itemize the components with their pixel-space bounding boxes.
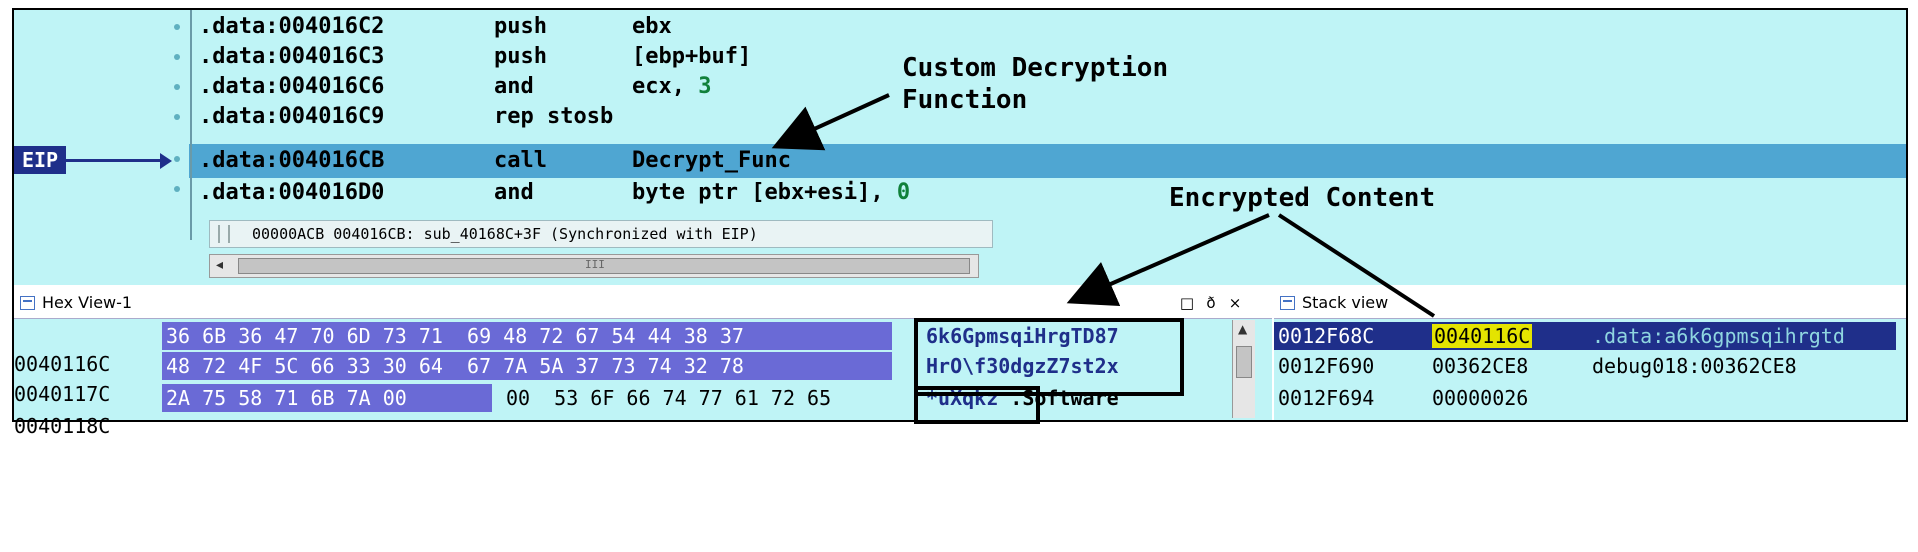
stack-value-highlight[interactable]: 0040116C xyxy=(1432,324,1533,348)
hex-ascii[interactable]: HrO\f30dgzZ7st2x xyxy=(926,354,1119,378)
scroll-grip: III xyxy=(585,258,605,271)
gutter-line xyxy=(190,10,192,240)
scrollbar-thumb[interactable] xyxy=(238,258,970,274)
stack-row[interactable]: 0012F690 00362CE8 debug018:00362CE8 xyxy=(1278,354,1797,378)
maximize-button[interactable]: □ xyxy=(1179,294,1195,312)
sync-status-bar: 00000ACB 004016CB: sub_40168C+3F (Synchr… xyxy=(209,220,993,248)
eip-label: EIP xyxy=(14,146,66,174)
stack-row[interactable]: 0012F694 00000026 xyxy=(1278,386,1529,410)
hex-bytes-selected[interactable]: 2A 75 58 71 6B 7A 00 xyxy=(162,384,492,412)
scrollbar-thumb[interactable] xyxy=(1236,346,1252,378)
stack-view-titlebar: Stack view xyxy=(1274,288,1906,319)
hex-ascii[interactable]: 6k6GpmsqiHrgTD87 xyxy=(926,324,1119,348)
sync-status-text: 00000ACB 004016CB: sub_40168C+3F (Synchr… xyxy=(252,225,758,243)
float-button[interactable]: ð xyxy=(1206,294,1216,312)
line-bullet-icon xyxy=(174,84,180,90)
window-icon xyxy=(1280,296,1295,310)
line-bullet-icon xyxy=(174,54,180,60)
scroll-up-icon[interactable]: ▲ xyxy=(1238,322,1248,336)
hex-view-panel[interactable]: Hex View-1 □ ð × 0040116C 36 6B 36 47 70… xyxy=(14,288,1272,438)
hex-bytes-selected[interactable]: 36 6B 36 47 70 6D 73 71 69 48 72 67 54 4… xyxy=(162,322,892,350)
annotation-encrypted-content: Encrypted Content xyxy=(1169,183,1436,213)
sync-bar-tick xyxy=(228,225,230,243)
scroll-left-icon[interactable]: ◂ xyxy=(216,257,224,273)
hex-row[interactable]: 0040117C 48 72 4F 5C 66 33 30 64 67 7A 5… xyxy=(14,352,1119,406)
line-bullet-icon xyxy=(174,24,180,30)
horizontal-scrollbar[interactable]: ◂ III xyxy=(209,254,979,278)
hex-row[interactable]: 0040116C 36 6B 36 47 70 6D 73 71 69 48 7… xyxy=(14,322,1119,376)
eip-arrow xyxy=(66,159,162,162)
eip-arrow-head-icon xyxy=(160,153,172,169)
stack-selected-row-bg xyxy=(1274,322,1896,350)
hex-view-title: Hex View-1 xyxy=(42,293,133,312)
hex-bytes[interactable]: 00 53 6F 66 74 77 61 72 65 xyxy=(506,386,832,410)
current-instruction-highlight xyxy=(189,144,1906,178)
hex-view-titlebar: Hex View-1 □ ð × xyxy=(14,288,1272,319)
sync-bar-tick xyxy=(218,225,220,243)
hex-row[interactable]: 0040118C 2A 75 58 71 6B 7A 00 00 53 6F 6… xyxy=(14,384,1119,438)
line-bullet-icon xyxy=(174,156,180,162)
hex-ascii[interactable]: *uXqkz .Software xyxy=(926,386,1119,410)
hex-bytes-selected[interactable]: 48 72 4F 5C 66 33 30 64 67 7A 5A 37 73 7… xyxy=(162,352,892,380)
stack-view-title: Stack view xyxy=(1302,293,1389,312)
close-button[interactable]: × xyxy=(1228,294,1242,312)
line-bullet-icon xyxy=(174,186,180,192)
line-bullet-icon xyxy=(174,114,180,120)
stack-row[interactable]: 0012F68C 0040116C .data:a6k6gpmsqihrgtd xyxy=(1278,324,1845,348)
hex-vertical-scrollbar[interactable]: ▲ xyxy=(1232,320,1255,418)
stack-view-panel[interactable]: Stack view 0012F68C 0040116C .data:a6k6g… xyxy=(1274,288,1906,420)
encrypted-ascii-highlight-box xyxy=(914,318,1184,396)
window-icon xyxy=(20,296,35,310)
encrypted-ascii-highlight-box xyxy=(914,386,1040,424)
